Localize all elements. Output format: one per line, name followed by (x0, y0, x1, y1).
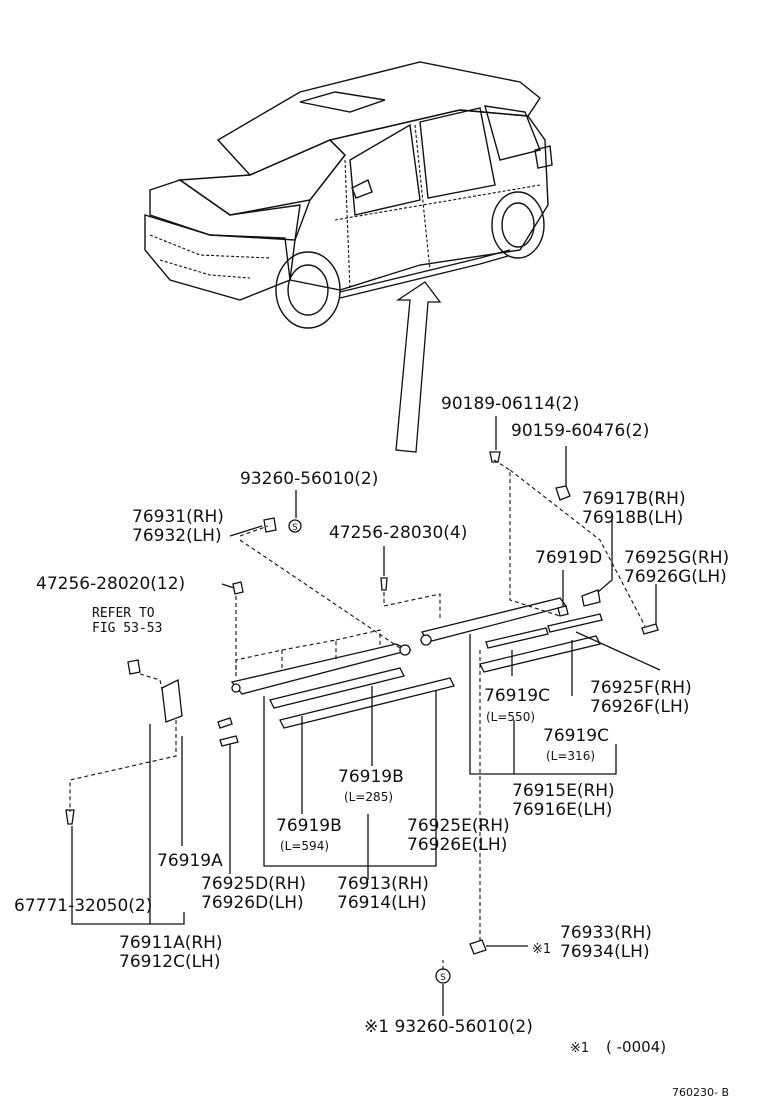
label-76916e: 76916E(LH) (512, 800, 612, 820)
diagram-id: 760230- B (672, 1086, 729, 1099)
clip-47256-28020-icon (232, 581, 244, 595)
screw-90189-icon (489, 451, 501, 463)
dashed-connectors (69, 459, 646, 970)
label-76919b-285: 76919B (338, 767, 404, 787)
refer-to-line1: REFER TO (92, 606, 155, 621)
label-90159: 90159-60476(2) (511, 421, 649, 441)
label-76926d: 76926D(LH) (201, 893, 304, 913)
label-76932: 76932(LH) (132, 526, 222, 546)
label-l316: (L=316) (546, 749, 595, 763)
location-arrow (395, 281, 442, 453)
vehicle-illustration (144, 61, 553, 453)
refer-to-line2: FIG 53-53 (92, 621, 162, 636)
svg-text:S: S (440, 973, 446, 983)
bracket-76911-icon (161, 679, 183, 723)
label-76918b: 76918B(LH) (582, 508, 683, 528)
seal-93260-icon (288, 519, 302, 533)
pad-76919a-icon (217, 717, 233, 729)
label-47256-28020: 47256-28020(12) (36, 574, 185, 594)
label-76933: 76933(RH) (560, 923, 652, 943)
label-76925d: 76925D(RH) (201, 874, 306, 894)
svg-text:S: S (292, 523, 298, 533)
label-l550: (L=550) (486, 710, 535, 724)
rocker-moulding-rear (420, 597, 603, 673)
label-76934: 76934(LH) (560, 942, 650, 962)
label-93260-bottom: ※1 93260-56010(2) (364, 1017, 533, 1037)
part-labels: 90189-06114(2) 90159-60476(2) 93260-5601… (14, 394, 729, 1099)
label-76914: 76914(LH) (337, 893, 427, 913)
label-76911a: 76911A(RH) (119, 933, 223, 953)
bracket-76917b-icon (581, 589, 601, 607)
bolt-90159-icon (555, 485, 571, 501)
clip-67771-icon (65, 809, 75, 825)
label-l594: (L=594) (280, 839, 329, 853)
label-76919a: 76919A (157, 851, 223, 871)
label-76926e: 76926E(LH) (407, 835, 507, 855)
bolt-refer-icon (127, 659, 141, 675)
label-76925f: 76925F(RH) (590, 678, 692, 698)
rocker-moulding-front (230, 643, 455, 729)
label-76919d: 76919D (535, 548, 602, 568)
label-76925e: 76925E(RH) (407, 816, 510, 836)
label-76931: 76931(RH) (132, 507, 224, 527)
clip-76931-icon (263, 517, 277, 533)
label-47256-28030: 47256-28030(4) (329, 523, 467, 543)
label-76919b-594: 76919B (276, 816, 342, 836)
pad-76919d-icon (557, 605, 569, 617)
label-76917b: 76917B(RH) (582, 489, 686, 509)
label-76926f: 76926F(LH) (590, 697, 689, 717)
label-67771: 67771-32050(2) (14, 896, 152, 916)
label-l285: (L=285) (344, 790, 393, 804)
clip-47256-28030-icon (380, 577, 388, 591)
label-76919c-550: 76919C (484, 686, 550, 706)
footnote-range: ( -0004) (606, 1038, 666, 1056)
clip-76933-icon (469, 939, 487, 955)
leader-lines (71, 416, 661, 1016)
label-76912c: 76912C(LH) (119, 952, 220, 972)
label-76925g: 76925G(RH) (624, 548, 729, 568)
label-76919c-316: 76919C (543, 726, 609, 746)
label-mark1: ※1 (532, 942, 551, 957)
label-76926g: 76926G(LH) (624, 567, 727, 587)
label-76913: 76913(RH) (337, 874, 429, 894)
label-76915e: 76915E(RH) (512, 781, 615, 801)
tape-76925g-icon (641, 623, 659, 635)
footnote-mark: ※1 (570, 1041, 589, 1056)
label-90189: 90189-06114(2) (441, 394, 579, 414)
tape-76925d-icon (219, 735, 239, 747)
label-93260-top: 93260-56010(2) (240, 469, 378, 489)
